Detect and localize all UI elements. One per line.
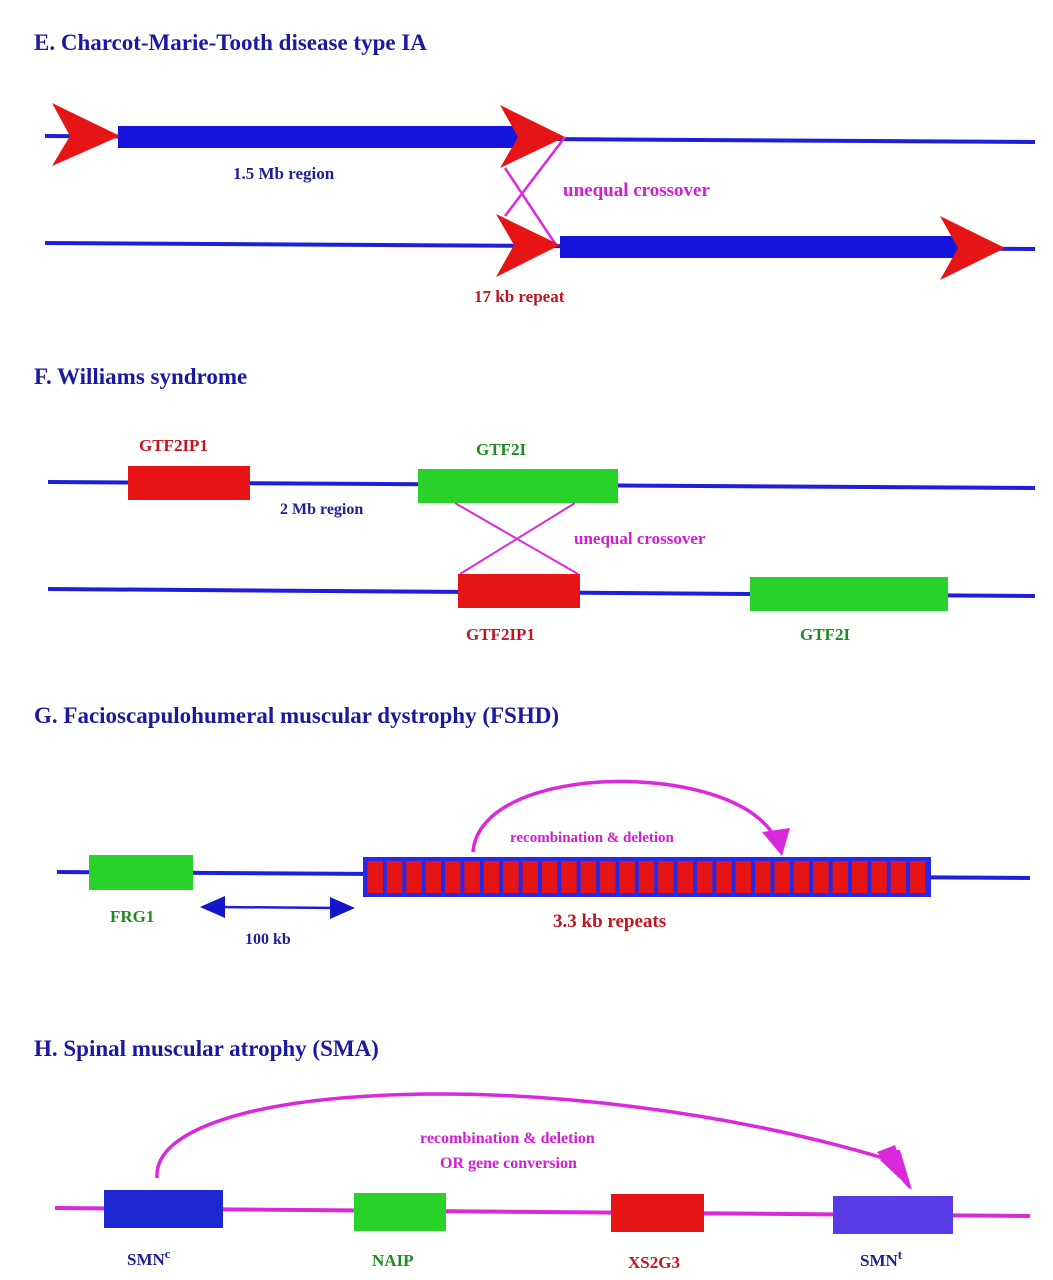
repeat-unit [600,861,616,893]
panel-e-title: E. Charcot-Marie-Tooth disease type IA [34,30,427,55]
repeat-unit [561,861,577,893]
arrowhead-left-icon [200,896,225,918]
repeat-unit [638,861,655,893]
crossover-line [504,136,566,217]
repeat-unit [755,861,771,893]
repeat-unit [677,861,693,893]
arrowhead-icon [762,828,790,856]
repeat-unit [367,861,383,893]
repeat-unit [910,861,926,893]
repeat-units [367,861,926,893]
repeat-unit [871,861,887,893]
crossover-line [503,167,558,246]
region-bar-top [118,126,528,148]
gene-label-naip: NAIP [372,1251,414,1270]
repeat-unit [580,861,597,893]
crossover-line [459,502,576,575]
repeat-arrow-icon [52,103,120,166]
repeat-unit [793,861,810,893]
repeat-unit [483,861,500,893]
repeat-unit [774,861,790,893]
gene-label-gtf2ip1: GTF2IP1 [139,436,208,455]
panel-g: G. Facioscapulohumeral muscular dystroph… [34,703,1031,948]
repeat-unit [406,861,422,893]
gene-box-frg1 [89,855,193,890]
panel-f-title: F. Williams syndrome [34,364,247,389]
repeat-unit [890,861,907,893]
repeat-unit [735,861,752,893]
region-label: 2 Mb region [280,501,363,518]
repeats-label: 3.3 kb repeats [553,911,666,932]
arrowhead-right-icon [330,897,355,919]
panel-h: H. Spinal muscular atrophy (SMA) recombi… [34,1036,1031,1272]
repeat-unit [696,861,713,893]
panel-f: F. Williams syndrome GTF2IP1 GTF2I 2 Mb … [34,364,1036,644]
gene-label-gtf2i: GTF2I [476,440,526,459]
recombination-arc [155,1092,891,1179]
gene-label-xs2g3: XS2G3 [628,1253,680,1272]
repeat-label: 17 kb repeat [474,287,565,306]
repeat-unit [386,861,403,893]
region-bar-bottom [560,236,960,258]
gene-label-gtf2ip1: GTF2IP1 [466,625,535,644]
repeat-arrow-icon [496,214,560,277]
distance-line [214,905,341,910]
repeat-unit [716,861,732,893]
crossover-label: unequal crossover [574,529,706,548]
region-label: 1.5 Mb region [233,164,335,183]
crossover-label: unequal crossover [563,180,710,201]
gene-label-frg1: FRG1 [110,907,154,926]
repeat-unit [522,861,538,893]
panel-g-title: G. Facioscapulohumeral muscular dystroph… [34,703,559,728]
repeat-arrow-icon [940,216,1005,280]
gene-box-gtf2ip1 [458,574,580,608]
gene-box-naip [354,1193,446,1231]
recombination-label: recombination & deletion [420,1130,595,1147]
repeat-unit [619,861,635,893]
recombination-label: recombination & deletion [510,830,675,846]
panel-e: E. Charcot-Marie-Tooth disease type IA 1… [34,30,1036,306]
repeat-unit [658,861,674,893]
gene-box-gtf2i [750,577,948,611]
repeat-unit [445,861,461,893]
gene-label-gtf2i: GTF2I [800,625,850,644]
gene-conversion-label: OR gene conversion [440,1155,577,1172]
gene-box-xs2g3 [611,1194,704,1232]
repeat-unit [503,861,519,893]
gene-box-smn-c [104,1190,223,1228]
recombination-arc [471,779,778,853]
gene-box-smn-t [833,1196,953,1234]
gene-label-smn-c: SMNc [127,1246,171,1269]
repeat-unit [852,861,868,893]
repeat-unit [541,861,558,893]
repeat-arrow-icon [500,105,565,168]
gene-box-gtf2i [418,469,618,503]
arrowhead-icon [880,1150,912,1190]
gene-box-gtf2ip1 [128,466,250,500]
repeat-unit [813,861,829,893]
panel-h-title: H. Spinal muscular atrophy (SMA) [34,1036,379,1061]
repeat-unit [464,861,480,893]
distance-label: 100 kb [245,931,291,948]
gene-label-smn-t: SMNt [860,1247,903,1270]
repeat-unit [425,861,441,893]
repeat-unit [832,861,848,893]
